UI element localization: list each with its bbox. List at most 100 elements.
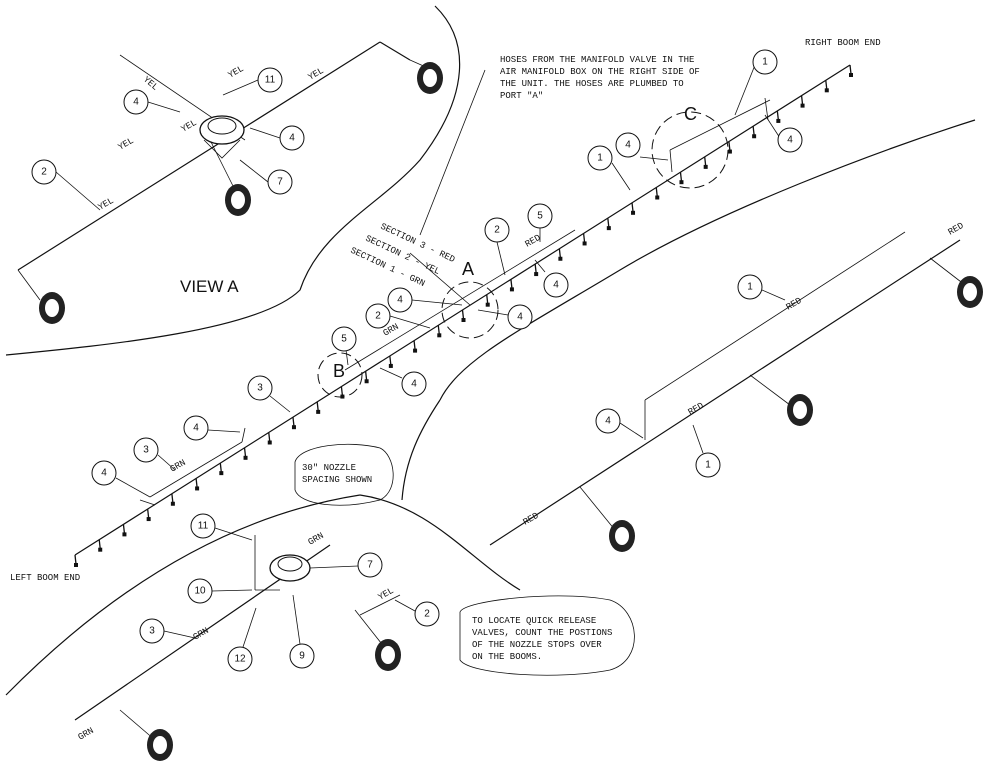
callout-balloon: 3 [139, 618, 196, 644]
nozzle-tip-icon [534, 272, 539, 277]
callout-balloon: 2 [31, 159, 101, 211]
nozzle-drop-icon [74, 554, 77, 565]
nozzle-tip-icon [340, 394, 345, 399]
svg-text:4: 4 [193, 423, 199, 434]
nozzle-body-icon [375, 639, 401, 671]
svg-text:3: 3 [257, 383, 263, 394]
note-qr-line: OF THE NOZZLE STOPS OVER [472, 640, 602, 650]
callout-balloon: 11 [190, 513, 253, 541]
nozzle-body-icon [609, 520, 635, 552]
note-spacing-line: SPACING SHOWN [302, 475, 372, 485]
detail-b-label: B [333, 361, 345, 381]
hose-tag-grn: GRN [169, 458, 188, 475]
callout-balloon: 1 [587, 145, 631, 191]
svg-text:4: 4 [133, 97, 139, 108]
view-a-title: VIEW A [180, 277, 239, 296]
svg-text:4: 4 [411, 379, 417, 390]
svg-text:10: 10 [194, 586, 206, 597]
nozzle-tip-icon [98, 547, 103, 552]
region-outlines [5, 5, 976, 696]
callout-balloon: 4 [764, 114, 803, 153]
nozzle-drop-icon [292, 417, 295, 427]
svg-text:2: 2 [494, 225, 500, 236]
nozzle-tip-icon [146, 517, 151, 522]
nozzle-tip-icon [800, 103, 805, 108]
nozzle-drop-icon [364, 371, 368, 381]
callout-balloon: 7 [239, 159, 293, 195]
bottom-region-boundary [359, 494, 521, 591]
svg-text:12: 12 [234, 654, 246, 665]
manifold-valve-bottom [269, 554, 311, 582]
view-a-detail: YEL YEL YEL YEL YEL YEL VIEW A [17, 41, 443, 324]
boom-boundary-lower [401, 399, 441, 501]
nozzle-body-icon [787, 394, 813, 426]
hose-tag-yel: YEL [117, 136, 136, 153]
callout-balloon: 5 [331, 326, 357, 366]
callout-balloon: 3 [247, 375, 291, 413]
detail-a-circle [441, 281, 499, 339]
callout-balloon: 1 [737, 274, 786, 301]
nozzle-drop-icon [582, 233, 586, 243]
note-hoses-line: PORT "A" [500, 91, 543, 101]
nozzle-drop-icon [534, 263, 537, 274]
nozzle-tip-icon [582, 241, 587, 246]
svg-text:1: 1 [705, 460, 711, 471]
nozzle-tip-icon [703, 164, 708, 169]
nozzle-drop-icon [849, 64, 852, 75]
nozzle-drop-icon [728, 141, 731, 151]
nozzle-tip-icon [824, 88, 829, 93]
nozzle-tip-icon [727, 149, 732, 154]
nozzle-tip-icon [606, 226, 611, 231]
note-spacing: 30" NOZZLE SPACING SHOWN [294, 443, 394, 506]
nozzle-drop-icon [704, 156, 707, 166]
nozzle-drop-icon [558, 248, 562, 258]
callout-balloon: 4 [123, 89, 181, 115]
nozzle-tip-icon [170, 501, 175, 506]
nozzle-tip-icon [122, 532, 127, 537]
svg-text:2: 2 [424, 609, 430, 620]
callout-balloon: 7 [309, 552, 383, 578]
nozzle-drop-icon [122, 524, 126, 534]
svg-text:9: 9 [299, 651, 305, 662]
nozzle-body-icon [39, 292, 65, 324]
callout-balloon: 4 [534, 259, 569, 298]
nozzle-drop-icon [655, 187, 658, 197]
callout-balloon: 4 [387, 287, 463, 313]
callout-balloon: 4 [477, 304, 533, 330]
hose-tag-yel: YEL [307, 66, 326, 83]
svg-text:5: 5 [537, 211, 543, 222]
right-boom-end-label: RIGHT BOOM END [805, 38, 881, 48]
hose-tag-yel: YEL [141, 75, 160, 93]
nozzle-drop-icon [171, 493, 174, 503]
nozzle-drop-icon [776, 110, 779, 121]
nozzle-drop-icon [437, 325, 440, 335]
callout-balloon: 9 [289, 594, 315, 669]
svg-text:11: 11 [198, 521, 209, 532]
callout-balloon: 4 [595, 408, 644, 439]
nozzle-drop-icon [510, 279, 513, 289]
nozzle-drop-icon [800, 95, 804, 105]
callout-balloon: 5 [527, 203, 553, 242]
nozzle-tip-icon [461, 318, 466, 322]
note-hoses-line: AIR MANIFOLD BOX ON THE RIGHT SIDE OF [500, 67, 700, 77]
nozzle-drop-icon [461, 309, 465, 320]
callout-balloon: 4 [615, 132, 669, 161]
nozzle-tip-icon [364, 379, 369, 384]
nozzle-drop-icon [825, 80, 828, 90]
svg-text:3: 3 [143, 445, 149, 456]
note-qr-line: VALVES, COUNT THE POSTIONS [472, 628, 612, 638]
svg-text:4: 4 [101, 468, 107, 479]
note-qr-line: ON THE BOOMS. [472, 652, 542, 662]
hose-tag-red: RED [687, 401, 706, 418]
callout-balloon: 4 [91, 460, 151, 498]
note-qr-line: TO LOCATE QUICK RELEASE [472, 616, 596, 626]
callout-balloon: 3 [133, 437, 176, 471]
svg-text:4: 4 [397, 295, 403, 306]
callout-balloon: 4 [249, 125, 305, 151]
callout-balloon: 4 [183, 415, 241, 441]
nozzle-tip-icon [388, 363, 393, 368]
nozzle-tip-icon [437, 333, 442, 338]
left-boom-end-label: LEFT BOOM END [10, 573, 80, 583]
boom-boundary-upper [439, 119, 976, 401]
nozzle-tip-icon [291, 425, 296, 430]
